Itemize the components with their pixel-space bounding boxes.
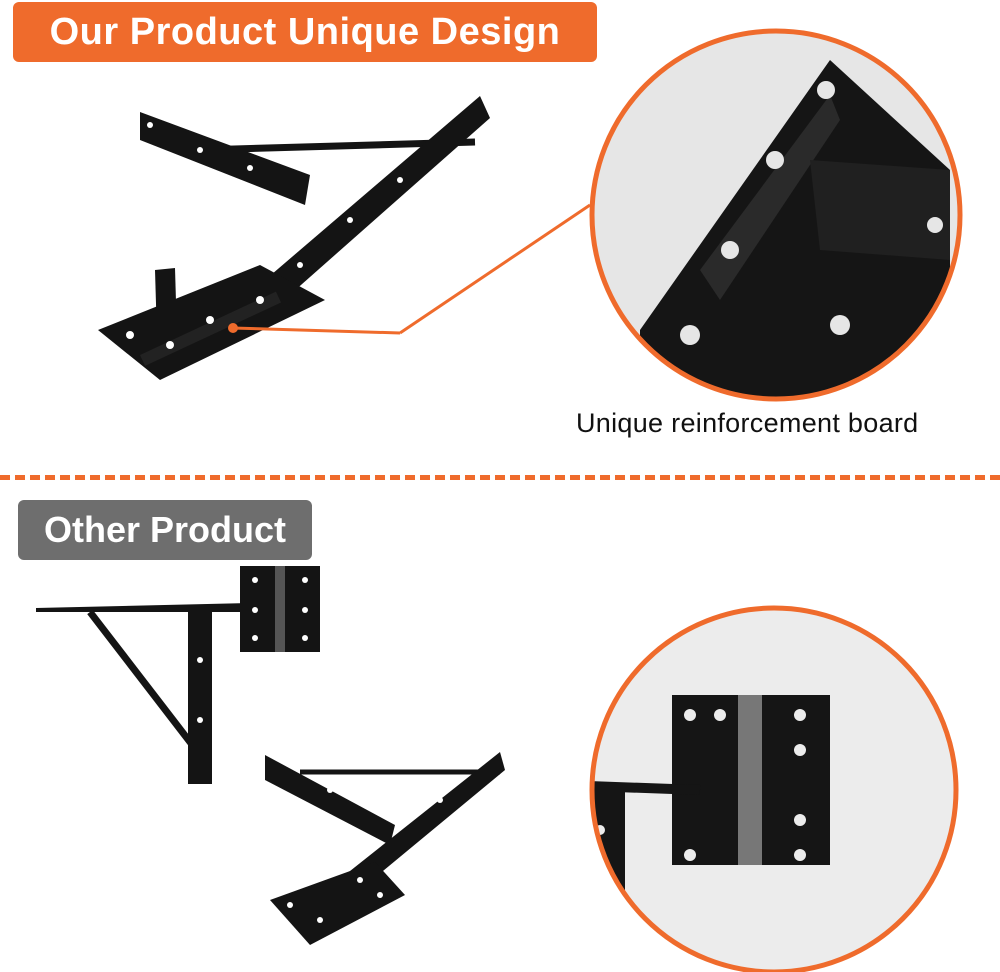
reinforcement-caption: Unique reinforcement board [576,408,919,438]
section-divider [0,475,1000,480]
other-bracket-b-image [265,752,505,945]
other-closeup-image [589,605,959,972]
our-product-heading: Our Product Unique Design [13,2,597,62]
our-closeup-image [589,28,963,402]
our-bracket-image [98,96,490,380]
other-product-heading: Other Product [18,500,312,560]
other-bracket-a-image [36,566,320,784]
